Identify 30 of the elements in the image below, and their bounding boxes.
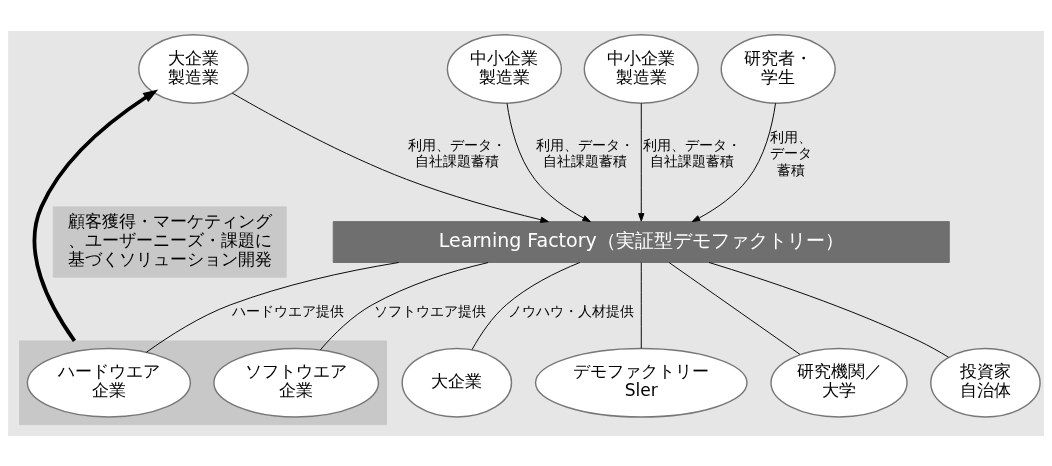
edge-label: 利用、データ・自社課題蓄積 (536, 136, 635, 169)
connector (471, 261, 581, 350)
node-ellipse: 大企業 (401, 347, 513, 418)
node-ellipse: 中小企業製造業 (583, 33, 699, 104)
node-ellipse: ハードウエア企業 (26, 347, 192, 418)
edge-label: 利用、データ・自社課題蓄積 (642, 136, 741, 169)
arrow (506, 102, 591, 222)
arrow (691, 102, 776, 222)
node-box: Learning Factory（実証型デモファクトリー） (332, 220, 950, 263)
node-ellipse: ソフトウエア企業 (213, 347, 380, 418)
connector (640, 261, 642, 349)
node-ellipse: 研究者・学生 (720, 33, 836, 104)
connector (708, 261, 950, 358)
node-ellipse: 研究機関／大学 (770, 347, 908, 418)
arrow (32, 88, 159, 342)
edge-label: ノウハウ・人材提供 (507, 302, 634, 319)
node-box: 顧客獲得・マーケティング、ユーザーニーズ・課題に基づくソリューション開発 (52, 205, 287, 278)
connector (319, 261, 489, 350)
arrow (231, 92, 549, 223)
node-ellipse: 中小企業製造業 (446, 33, 563, 104)
connector (668, 261, 801, 355)
node-ellipse: デモファクトリー Sler (534, 347, 748, 418)
cluster (19, 339, 387, 425)
arrow (638, 102, 645, 222)
edge-label: 利用、データ蓄積 (770, 128, 813, 178)
connector (145, 261, 400, 353)
edge-label: ソフトウエア提供 (373, 302, 486, 319)
node-ellipse: 投資家自治体 (930, 347, 1041, 418)
edge-label: ハードウエア提供 (232, 302, 345, 319)
edge-label: 利用、データ・自社課題蓄積 (407, 136, 506, 169)
